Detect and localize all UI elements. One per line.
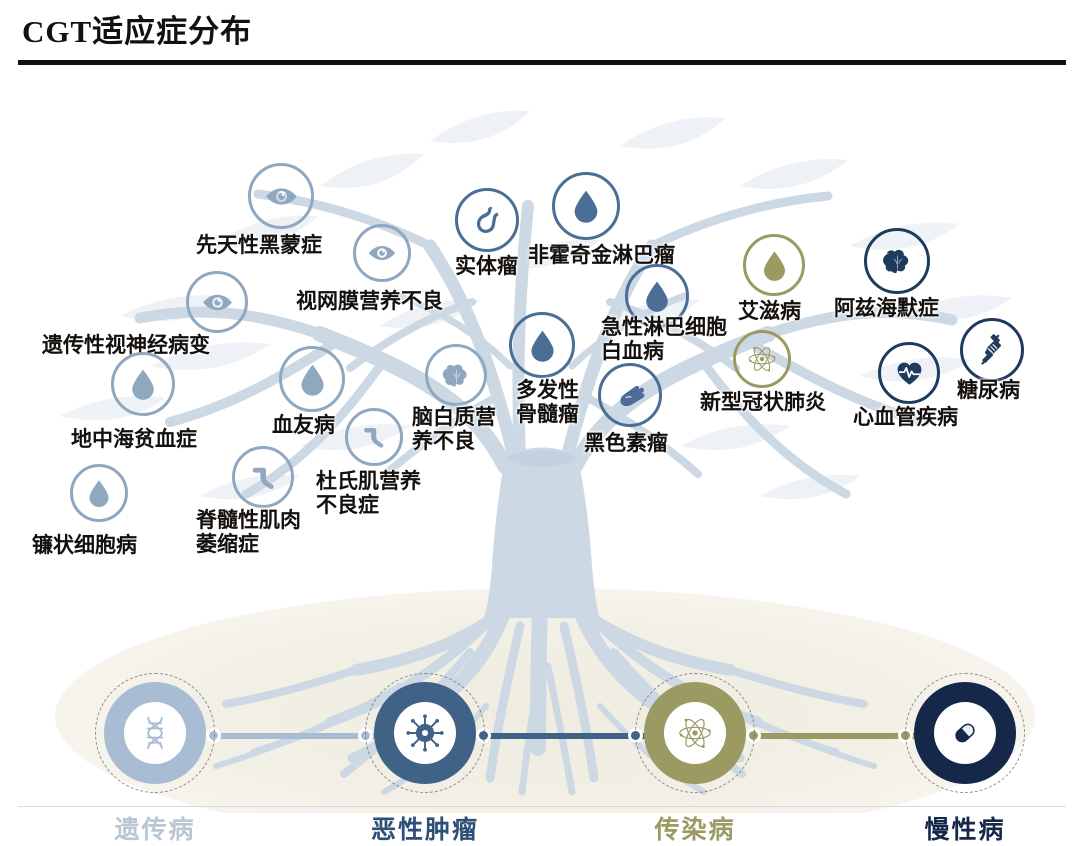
timeline-node-4[interactable]: 慢性病 <box>905 673 1025 844</box>
disease-label: 糖尿病 <box>957 378 1020 402</box>
timeline-node-label: 遗传病 <box>114 817 196 844</box>
disease-icon-circle <box>353 224 411 282</box>
timeline-node-label: 慢性病 <box>924 817 1006 844</box>
footer-divider <box>18 806 1066 807</box>
timeline-connector <box>482 733 658 739</box>
droplet-icon <box>294 361 331 398</box>
leg-icon <box>358 421 390 453</box>
disease-icon-circle <box>232 446 294 508</box>
virus-icon <box>394 702 456 764</box>
timeline-node-dashed-ring <box>905 673 1025 793</box>
disease-icon-circle <box>552 172 620 240</box>
eye-icon <box>366 237 398 269</box>
atom-icon <box>746 343 778 375</box>
timeline-node-2[interactable]: 恶性肿瘤 <box>365 673 485 844</box>
page-title: CGT适应症分布 <box>22 14 253 49</box>
disease-label: 阿兹海默症 <box>834 296 939 320</box>
disease-icon-circle <box>598 363 662 427</box>
disease-icon-circle <box>864 228 930 294</box>
disease-label: 地中海贫血症 <box>71 427 197 451</box>
disease-label: 新型冠状肺炎 <box>700 390 826 414</box>
timeline-node-dashed-ring <box>95 673 215 793</box>
disease-label: 视网膜营养不良 <box>296 289 443 313</box>
dna-icon <box>124 702 186 764</box>
droplet-icon <box>567 187 605 225</box>
timeline-connector <box>752 733 928 739</box>
disease-label: 血友病 <box>272 413 335 437</box>
disease-label: 多发性 骨髓瘤 <box>516 378 579 426</box>
disease-icon-circle <box>509 312 575 378</box>
syringe-icon <box>974 332 1010 368</box>
droplet-icon <box>83 477 115 509</box>
tree-trunk <box>484 447 600 618</box>
disease-label: 遗传性视神经病变 <box>42 333 210 357</box>
disease-icon-circle <box>425 344 487 406</box>
disease-label: 脑白质营 养不良 <box>412 405 496 453</box>
timeline-node-ring <box>104 682 206 784</box>
brain-icon <box>879 243 916 280</box>
disease-icon-circle <box>743 234 805 296</box>
timeline-node-1[interactable]: 遗传病 <box>95 673 215 844</box>
droplet-icon <box>524 327 561 364</box>
droplet-icon <box>125 366 161 402</box>
tree-artwork <box>0 66 1080 813</box>
heart-pulse-icon <box>892 356 927 391</box>
pill-icon <box>934 702 996 764</box>
timeline-node-ring <box>374 682 476 784</box>
disease-icon-circle <box>70 464 128 522</box>
disease-label: 急性淋巴细胞 白血病 <box>601 315 727 363</box>
disease-icon-circle <box>186 271 248 333</box>
disease-icon-circle <box>878 342 940 404</box>
header: CGT适应症分布 <box>0 0 1080 70</box>
eye-icon <box>200 285 235 320</box>
timeline-node-label: 传染病 <box>654 817 736 844</box>
atom-icon <box>664 702 726 764</box>
timeline-node-3[interactable]: 传染病 <box>635 673 755 844</box>
disease-icon-circle <box>455 188 519 252</box>
disease-category-timeline: 遗传病 恶性肿瘤 传染病 慢性病 <box>0 660 1080 844</box>
timeline-node-label: 恶性肿瘤 <box>370 817 479 844</box>
disease-icon-circle <box>248 163 314 229</box>
hand-icon <box>612 377 648 413</box>
timeline-connector <box>212 733 388 739</box>
disease-label: 镰状细胞病 <box>32 533 137 557</box>
timeline-node-ring <box>914 682 1016 784</box>
disease-label: 艾滋病 <box>738 299 801 323</box>
disease-label: 脊髓性肌肉 萎缩症 <box>196 508 301 556</box>
disease-icon-circle <box>960 318 1024 382</box>
disease-label: 实体瘤 <box>455 254 518 278</box>
disease-label: 杜氏肌营养 不良症 <box>316 469 421 517</box>
disease-icon-circle <box>345 408 403 466</box>
disease-label: 心血管疾病 <box>853 405 958 429</box>
timeline-node-dashed-ring <box>635 673 755 793</box>
disease-icon-circle <box>625 264 689 328</box>
leg-icon <box>246 460 281 495</box>
droplet-icon <box>757 248 792 283</box>
title-divider <box>18 60 1066 65</box>
disease-icon-circle <box>733 330 791 388</box>
eye-icon <box>263 178 300 215</box>
disease-label: 非霍奇金淋巴瘤 <box>528 243 675 267</box>
timeline-node-ring <box>644 682 746 784</box>
disease-label: 先天性黑蒙症 <box>196 233 322 257</box>
stomach-icon <box>469 202 505 238</box>
disease-label: 黑色素瘤 <box>584 431 668 455</box>
droplet-icon <box>639 278 675 314</box>
brain-icon <box>439 358 474 393</box>
disease-icon-circle <box>279 346 345 412</box>
timeline-node-dashed-ring <box>365 673 485 793</box>
disease-icon-circle <box>111 352 175 416</box>
